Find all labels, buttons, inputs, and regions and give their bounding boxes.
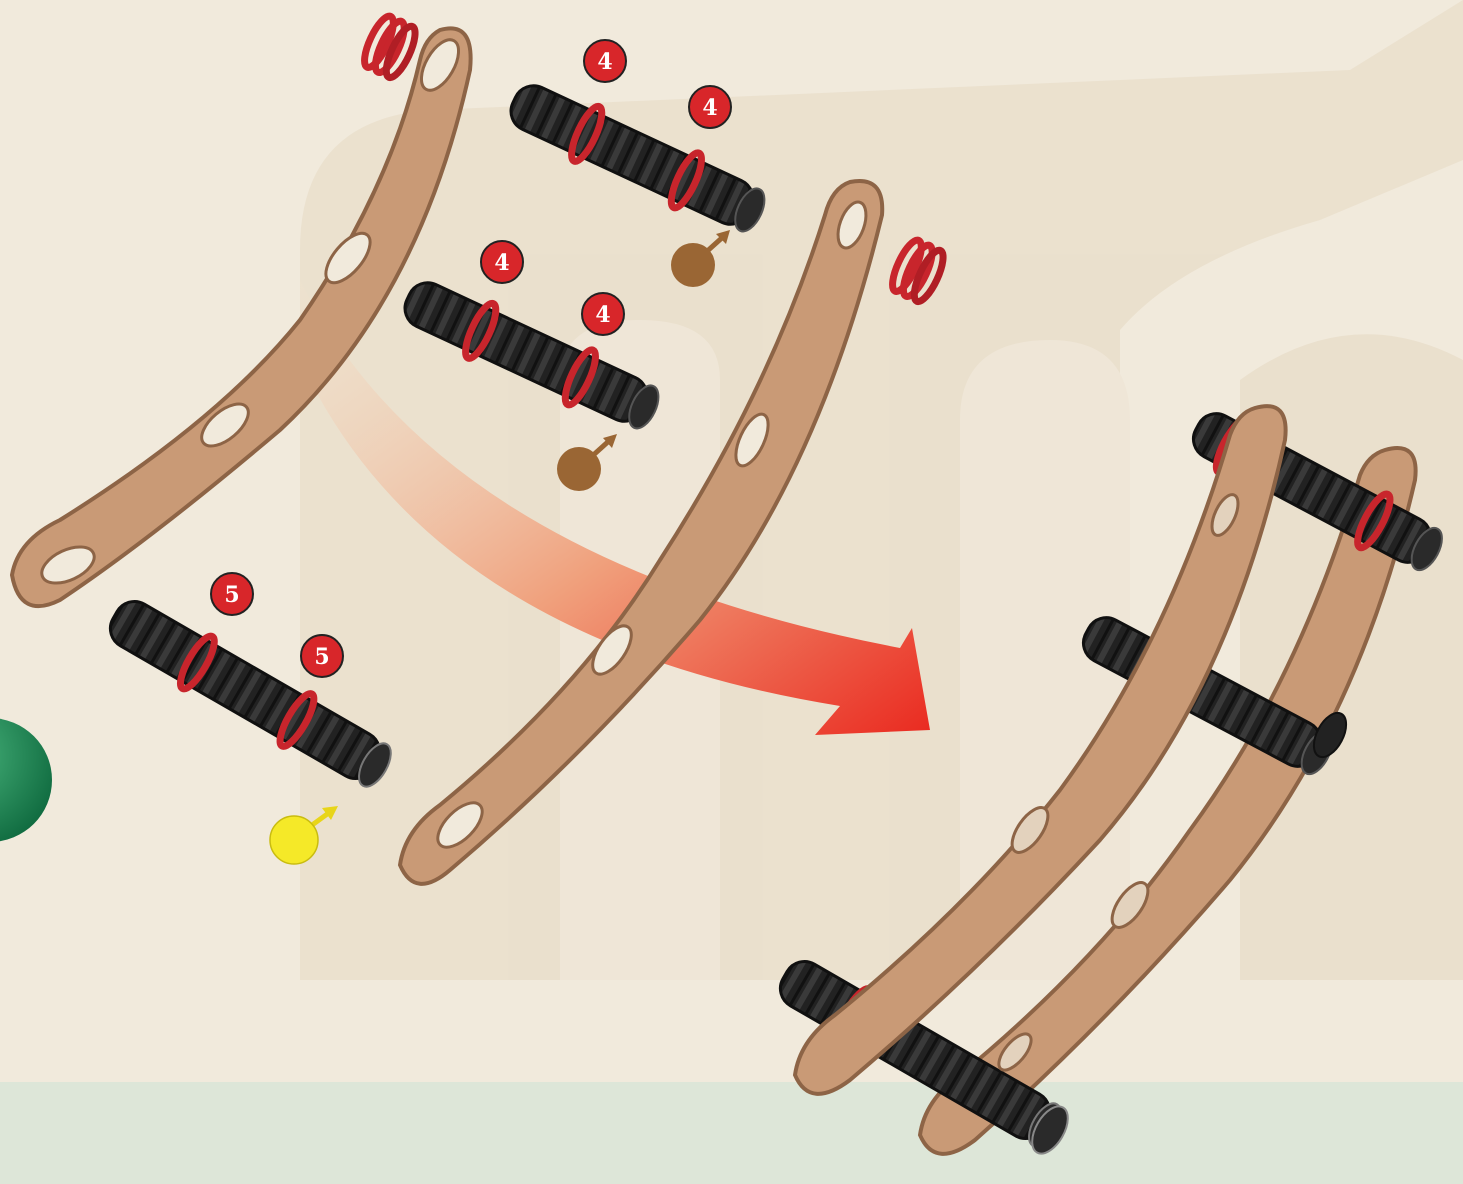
footer-band [0,1082,1463,1184]
badge-4-a: 4 [584,40,626,82]
badge-4-b: 4 [689,86,731,128]
badge-4-d: 4 [582,293,624,335]
badge-4-c: 4 [481,241,523,283]
svg-text:4: 4 [597,49,612,75]
svg-text:5: 5 [314,644,329,670]
green-corner-circle [0,718,52,842]
badge-5-a: 5 [211,573,253,615]
svg-text:4: 4 [702,95,717,121]
badge-5-b: 5 [301,635,343,677]
spring-top-left [359,13,421,82]
svg-text:4: 4 [595,302,610,328]
svg-text:4: 4 [494,250,509,276]
svg-text:5: 5 [224,582,239,608]
